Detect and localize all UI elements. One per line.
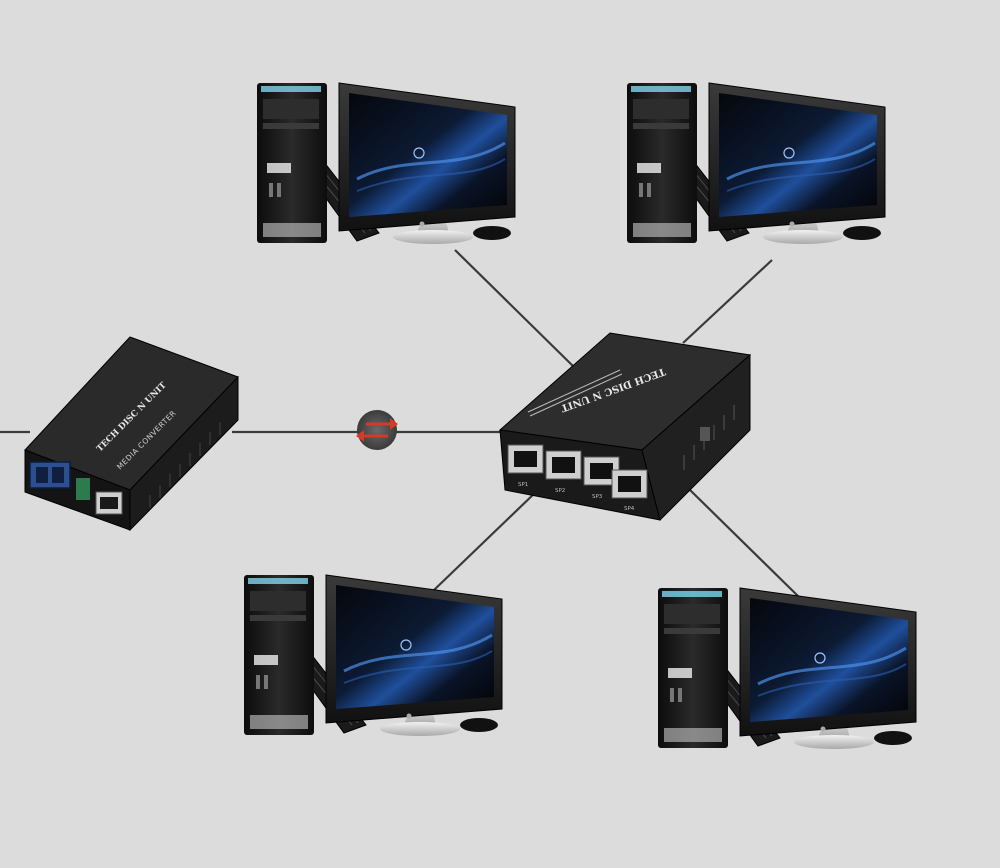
media-converter: TECH DISC N UNIT MEDIA CONVERTER — [24, 336, 239, 532]
computer-bottom-right — [656, 586, 918, 751]
switch-ports — [507, 444, 648, 499]
cable-pc-top-right — [682, 259, 773, 344]
computer-top-left — [255, 81, 517, 246]
switch-port-label-2: SP2 — [555, 488, 565, 494]
cable-pc-bottom-right — [689, 489, 801, 599]
bidirectional-arrows-icon — [356, 410, 398, 450]
switch-port-label-4: SP4 — [624, 506, 635, 512]
computer-top-right — [625, 81, 887, 246]
cable-pc-top-left — [454, 249, 576, 369]
switch-port-label-1: SP1 — [518, 482, 528, 488]
switch-port-label-3: SP3 — [592, 494, 603, 500]
ethernet-switch: SP1 SP2 SP3 SP4 TECH DISC N UNIT — [498, 332, 752, 521]
cable-pc-bottom-left — [433, 489, 539, 591]
computer-bottom-left — [242, 573, 504, 738]
